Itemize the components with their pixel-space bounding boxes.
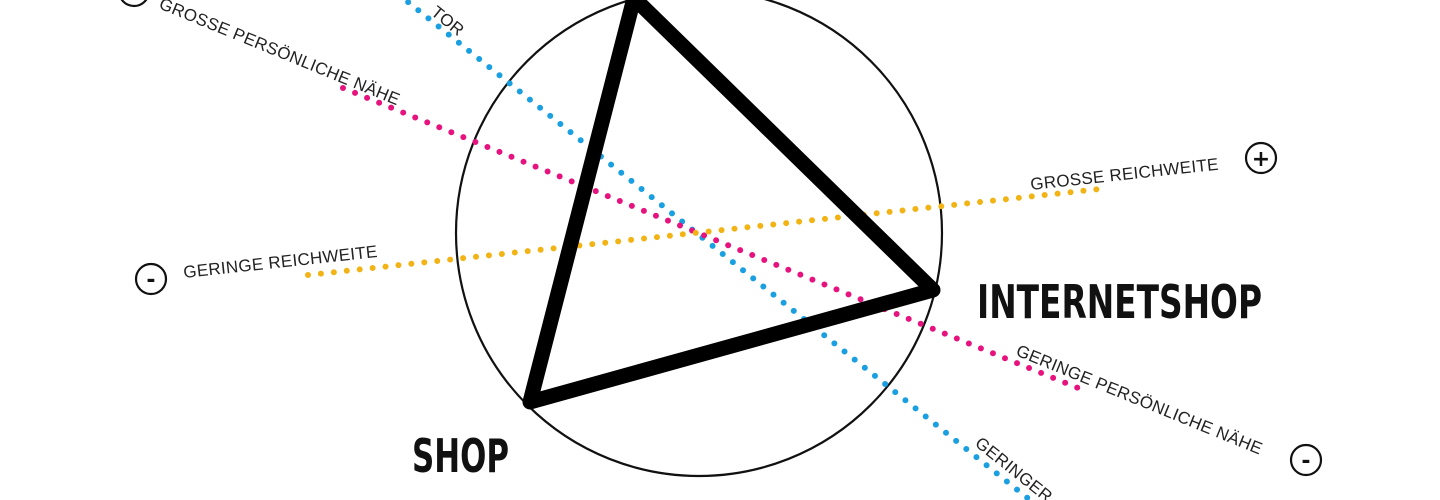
reach-axis-line [305,186,1103,278]
proximity-axis-high-label: GROSSE PERSÖNLICHE NÄHE [156,0,402,109]
reach-axis-low-label: GERINGE REICHWEITE [182,242,378,282]
partial-badge-icon [120,0,148,8]
reach-plus-icon: + [1244,141,1278,175]
proximity-axis-line [340,85,1081,391]
outer-circle [454,0,944,478]
internetshop-label: INTERNETSHOP [977,275,1262,329]
reach-minus-icon: - [134,262,168,296]
shop-label: SHOP [412,429,509,483]
proximity-axis-low-label: GERINGE PERSÖNLICHE NÄHE [1013,341,1265,458]
svg-text:-: - [146,268,155,293]
third-axis-line [400,0,1033,500]
reach-axis-high-label: GROSSE REICHWEITE [1029,155,1219,194]
proximity-minus-icon: - [1289,443,1323,477]
svg-text:+: + [1252,147,1270,172]
svg-text:-: - [1301,449,1310,474]
triangle [522,0,941,410]
